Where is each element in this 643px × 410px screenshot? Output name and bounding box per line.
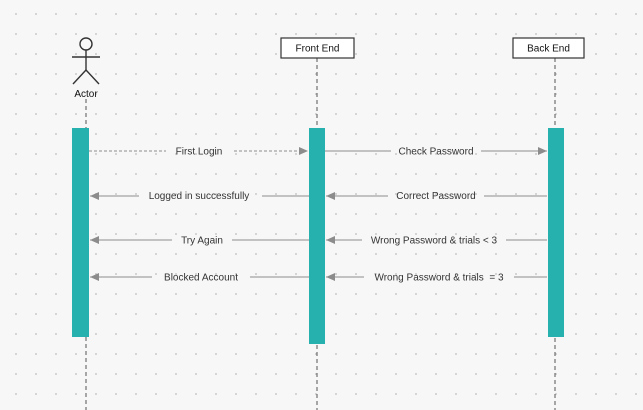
participant-front-end[interactable]: Front End [280,37,355,59]
message-wrong-password-under-3[interactable]: Wrong Password & trials < 3 [326,236,547,247]
message-logged-in-successfully[interactable]: Logged in successfully [90,191,309,202]
message-wrong-password-equals-3[interactable]: Wrong Password & trials = 3 [326,273,547,284]
participant-actor-label: Actor [74,89,98,100]
message-label: Logged in successfully [149,191,250,202]
message-check-password[interactable]: Check Password [325,147,547,158]
message-label: Wrong Password & trials = 3 [374,273,503,284]
message-label: Blocked Account [164,273,238,284]
message-label: First Login [176,147,223,158]
message-label: Check Password [398,147,473,158]
participant-front-end-label: Front End [296,44,340,55]
actor-activation-bar[interactable] [72,128,89,337]
message-label: Wrong Password & trials < 3 [371,236,498,247]
back-end-activation-bar[interactable] [548,128,564,337]
stick-figure-icon[interactable] [72,37,100,85]
front-end-activation-bar[interactable] [309,128,325,344]
message-try-again[interactable]: Try Again [90,236,309,247]
message-label: Try Again [181,236,223,247]
message-blocked-account[interactable]: Blocked Account [90,273,309,284]
message-label: Correct Password [396,191,475,202]
participant-back-end[interactable]: Back End [512,37,585,59]
message-correct-password[interactable]: Correct Password [326,191,547,202]
message-first-login[interactable]: First Login [89,147,308,158]
participant-back-end-label: Back End [527,44,570,55]
